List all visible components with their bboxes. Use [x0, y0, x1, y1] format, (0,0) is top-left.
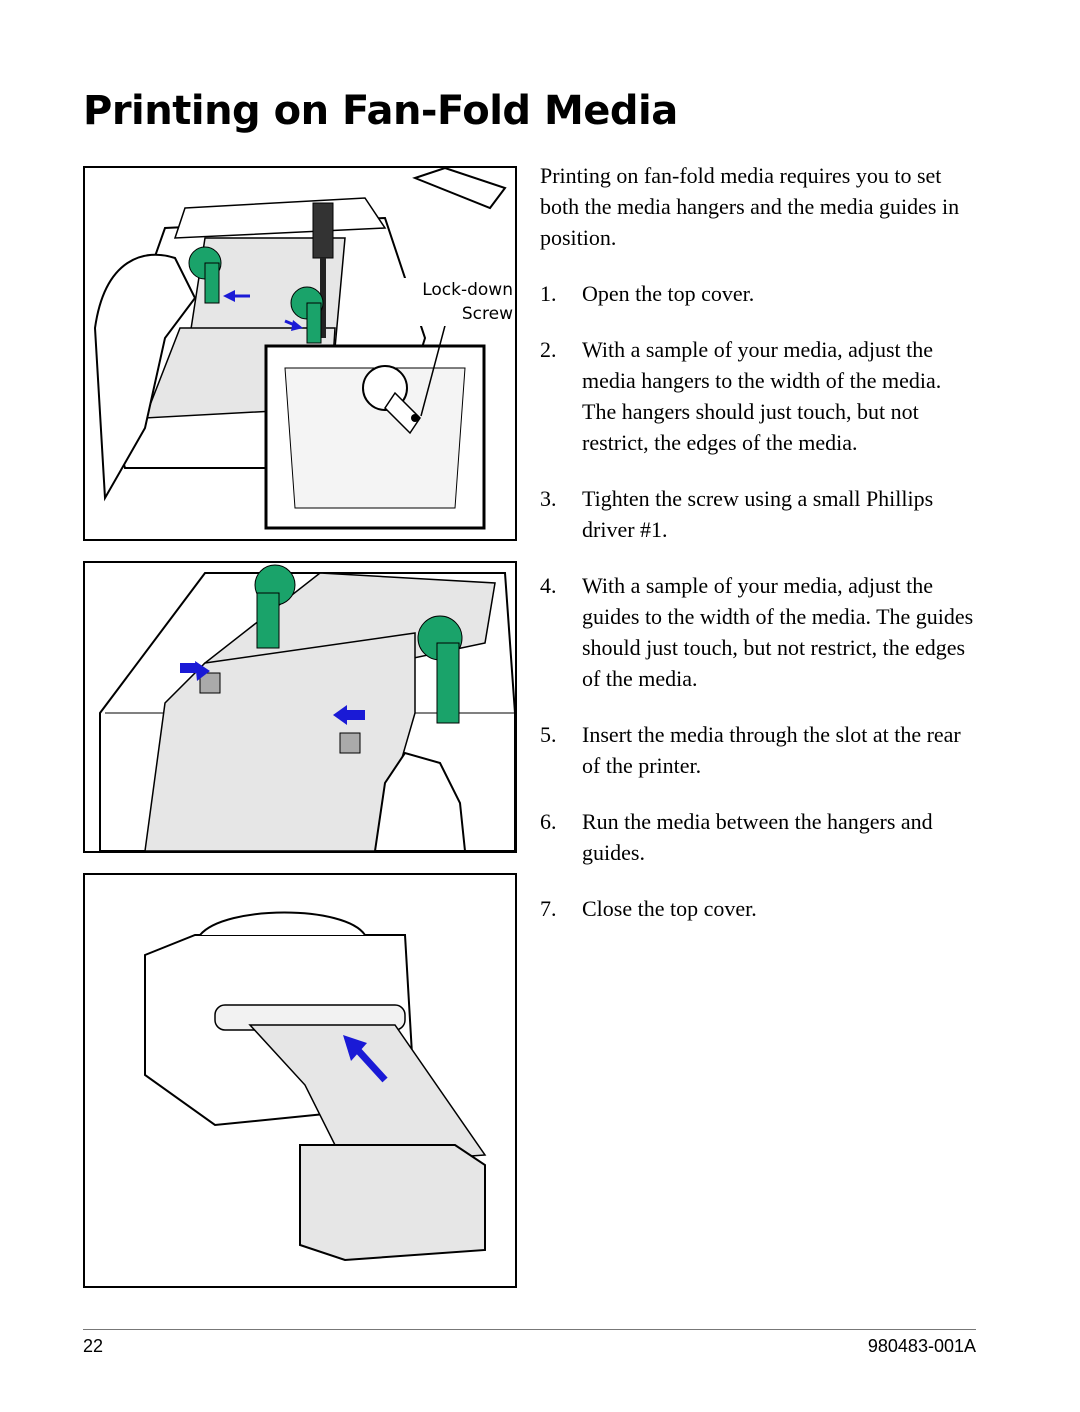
callout-line-2: Screw	[461, 304, 513, 324]
step-7: 7. Close the top cover.	[540, 893, 980, 924]
step-3: 3. Tighten the screw using a small Philli…	[540, 483, 980, 545]
step-text: Close the top cover.	[582, 896, 757, 921]
instructions: Printing on fan-fold media requires you …	[540, 160, 980, 949]
step-number: 3.	[540, 486, 557, 511]
lock-down-screw-callout: Lock-down Screw	[399, 278, 513, 326]
step-text: Tighten the screw using a small Phillips…	[582, 486, 934, 542]
figure-adjust-guides	[83, 561, 517, 853]
step-text: With a sample of your media, adjust the …	[582, 337, 942, 455]
step-2: 2. With a sample of your media, adjust th…	[540, 334, 980, 458]
step-1: 1. Open the top cover.	[540, 278, 980, 309]
document-number: 980483-001A	[867, 1336, 976, 1356]
step-4: 4. With a sample of your media, adjust th…	[540, 570, 980, 694]
step-5: 5. Insert the media through the slot at t…	[540, 719, 980, 781]
step-number: 2.	[540, 337, 557, 362]
intro-paragraph: Printing on fan-fold media requires you …	[540, 163, 960, 250]
step-text: Run the media between the hangers and gu…	[582, 809, 933, 865]
figure-rear-feed	[83, 873, 517, 1288]
step-number: 7.	[540, 896, 557, 921]
step-number: 5.	[540, 722, 557, 747]
steps-list: 1. Open the top cover. 2. With a sample of…	[540, 278, 980, 924]
printer-open-hangers-illustration	[93, 168, 507, 530]
step-number: 1.	[540, 281, 557, 306]
page-number: 22	[83, 1336, 104, 1356]
printer-rear-fanfold-illustration	[144, 911, 487, 1262]
callout-line-1: Lock-down	[422, 280, 513, 300]
figure-adjust-hangers: Lock-down Screw	[83, 166, 517, 541]
step-text: With a sample of your media, adjust the …	[582, 573, 974, 691]
step-number: 4.	[540, 573, 557, 598]
step-6: 6. Run the media between the hangers and …	[540, 806, 980, 868]
page-title: Printing on Fan-Fold Media	[83, 88, 678, 134]
printer-guides-illustration	[99, 564, 515, 851]
footer-divider	[83, 1329, 976, 1330]
step-text: Open the top cover.	[582, 281, 755, 306]
step-number: 6.	[540, 809, 557, 834]
step-text: Insert the media through the slot at the…	[582, 722, 961, 778]
